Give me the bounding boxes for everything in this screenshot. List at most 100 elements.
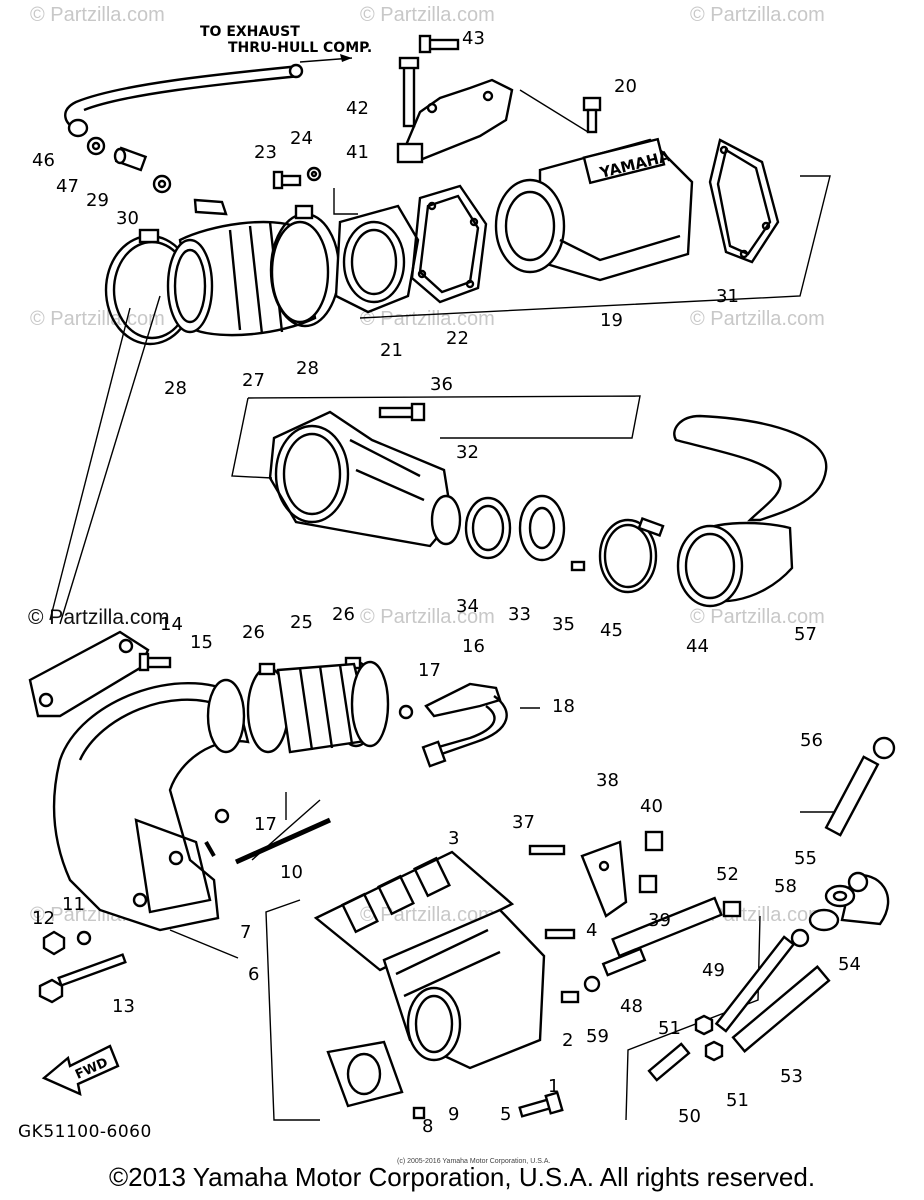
- callout-29: 29: [86, 190, 109, 211]
- callout-45: 45: [600, 620, 623, 641]
- callout-8: 8: [422, 1116, 433, 1137]
- callout-50: 50: [678, 1106, 701, 1127]
- callout-28a: 28: [164, 378, 187, 399]
- callout-5: 5: [500, 1104, 511, 1125]
- part-40-nut: [644, 830, 664, 852]
- callout-58: 58: [774, 876, 797, 897]
- callout-40: 40: [640, 796, 663, 817]
- callout-32: 32: [456, 442, 479, 463]
- callout-21: 21: [380, 340, 403, 361]
- part-53-hose: [731, 965, 831, 1053]
- part-15-bolt: [138, 652, 172, 672]
- callout-44: 44: [686, 636, 709, 657]
- callout-48: 48: [620, 996, 643, 1017]
- callout-38: 38: [596, 770, 619, 791]
- callout-3: 3: [448, 828, 459, 849]
- callout-24: 24: [290, 128, 313, 149]
- part-41-bracket: [396, 78, 514, 164]
- callout-36: 36: [430, 374, 453, 395]
- part-44-57-hose: [673, 414, 828, 608]
- callout-26a: 26: [242, 622, 265, 643]
- part-8-gasket: [326, 1040, 404, 1108]
- part-16-hose: [424, 682, 502, 718]
- part-2-screw: [560, 990, 580, 1004]
- callout-6: 6: [248, 964, 259, 985]
- callout-43: 43: [462, 28, 485, 49]
- part-9-pin: [412, 1106, 426, 1120]
- callout-12: 12: [32, 908, 55, 929]
- part-39-nut: [638, 874, 658, 894]
- part-59-clamp: [583, 975, 601, 993]
- part-5-bolt: [518, 1091, 564, 1118]
- callout-20: 20: [614, 76, 637, 97]
- part-49-hose: [611, 896, 723, 958]
- callout-30: 30: [116, 208, 139, 229]
- part-18-hose: [421, 695, 540, 768]
- leader-lines-lower: [169, 792, 852, 1121]
- part-50-fitting: [647, 1042, 691, 1082]
- callout-11: 11: [62, 894, 85, 915]
- callout-15: 15: [190, 632, 213, 653]
- callout-46: 46: [32, 150, 55, 171]
- callout-18: 18: [552, 696, 575, 717]
- part-30-clamp: [152, 174, 172, 194]
- part-43-bolt: [418, 34, 460, 54]
- callout-59: 59: [586, 1026, 609, 1047]
- part-38-bracket: [580, 840, 628, 918]
- part-6-exhaust-pipe: [52, 678, 250, 932]
- callout-53: 53: [780, 1066, 803, 1087]
- part-4-bolt: [544, 928, 576, 940]
- part-31-gasket: [708, 138, 780, 264]
- callout-1: 1: [548, 1076, 559, 1097]
- callout-37: 37: [512, 812, 535, 833]
- callout-9: 9: [448, 1104, 459, 1125]
- part-55-cap: [840, 871, 890, 926]
- part-45-clamp: [598, 517, 665, 594]
- callout-4: 4: [586, 920, 597, 941]
- part-10-stud: [234, 817, 332, 865]
- callout-51b: 51: [726, 1090, 749, 1111]
- callout-57: 57: [794, 624, 817, 645]
- callout-7: 7: [240, 922, 251, 943]
- part-34-gasket: [464, 496, 512, 560]
- callout-16: 16: [462, 636, 485, 657]
- callout-35: 35: [552, 614, 575, 635]
- callout-13: 13: [112, 996, 135, 1017]
- part-36-bolt: [378, 402, 426, 422]
- svg-text:TO EXHAUST: TO EXHAUST: [200, 24, 300, 40]
- callout-34: 34: [456, 596, 479, 617]
- part-21-adapter: [334, 204, 420, 314]
- part-17-clamps: [214, 704, 414, 824]
- callout-47: 47: [56, 176, 79, 197]
- leader-lines-upper: [49, 89, 831, 625]
- part-24-washer: [306, 166, 322, 182]
- callout-14: 14: [160, 614, 183, 635]
- callout-55: 55: [794, 848, 817, 869]
- callout-17b: 17: [254, 814, 277, 835]
- callout-23: 23: [254, 142, 277, 163]
- watermark: © Partzilla.com: [360, 4, 495, 26]
- part-20-bolt: [582, 96, 602, 134]
- part-7-stud: [204, 841, 216, 857]
- callout-17a: 17: [418, 660, 441, 681]
- part-52-nut: [722, 900, 742, 918]
- part-1-manifold: [382, 908, 546, 1070]
- part-54-fitting: [714, 928, 810, 1033]
- part-25-joint: [276, 660, 390, 754]
- callout-26b: 26: [332, 604, 355, 625]
- part-22-gasket: [410, 184, 488, 304]
- callout-41: 41: [346, 142, 369, 163]
- callout-54: 54: [838, 954, 861, 975]
- callout-28b: 28: [296, 358, 319, 379]
- callout-56: 56: [800, 730, 823, 751]
- fwd-arrow: FWD: [41, 1044, 120, 1097]
- exhaust-note: TO EXHAUST THRU-HULL COMP.: [200, 24, 372, 63]
- part-32-elbow: [268, 410, 462, 548]
- callout-31: 31: [716, 286, 739, 307]
- part-19-muffler: YAMAHA: [494, 137, 694, 282]
- callout-10: 10: [280, 862, 303, 883]
- watermark: © Partzilla.com: [30, 4, 165, 26]
- part-56-valve: [824, 736, 896, 837]
